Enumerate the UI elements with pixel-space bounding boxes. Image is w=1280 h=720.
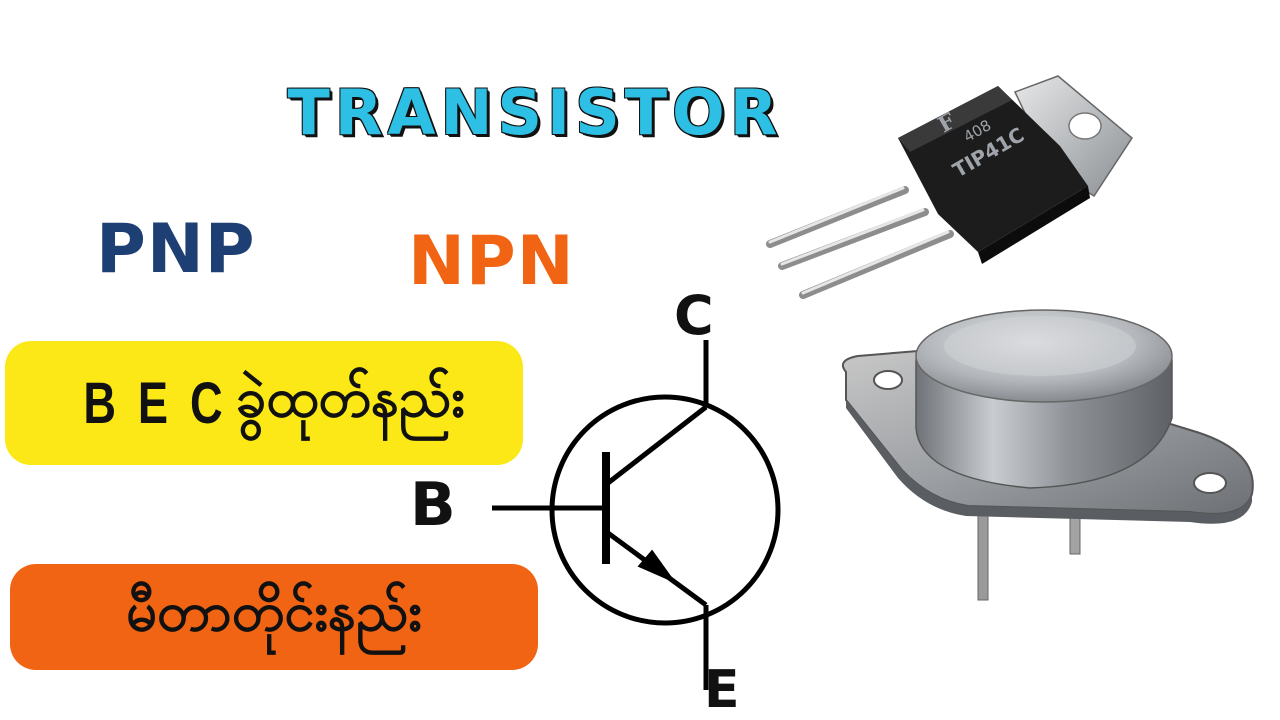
bec-myanmar-text: ခွဲထုတ်နည်း [235, 365, 465, 429]
npn-label: NPN [408, 222, 575, 301]
to3-transistor-icon [842, 309, 1254, 601]
bec-separation-banner: B E C ခွဲထုတ်နည်း [5, 341, 523, 465]
meter-myanmar-text: မီတာတိုင်းနည်း [126, 579, 422, 643]
npn-transistor-symbol-icon [492, 340, 781, 690]
base-label: B [410, 470, 456, 540]
emitter-label: E [704, 660, 740, 720]
collector-label: C [674, 284, 714, 347]
page-title: TRANSISTOR [287, 76, 783, 149]
to220-transistor-icon: TIP41C 408 F [766, 75, 1133, 299]
pnp-label: PNP [96, 210, 256, 289]
meter-measure-banner: မီတာတိုင်းနည်း [10, 564, 538, 670]
bec-latin-text: B E C [83, 370, 228, 436]
